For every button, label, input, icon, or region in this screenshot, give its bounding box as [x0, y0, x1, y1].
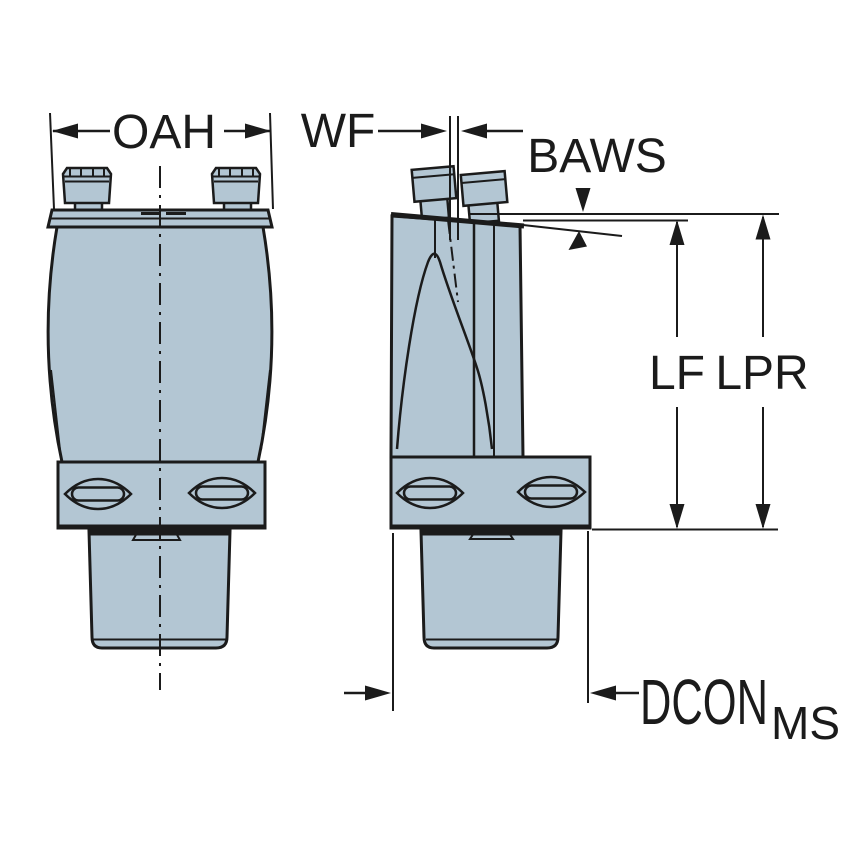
- flange-slot-groove: [70, 486, 126, 502]
- arrowhead-right: [365, 685, 391, 701]
- oah-dimension: OAH: [49, 106, 274, 210]
- arrowhead-left: [52, 123, 78, 139]
- front-right-screw: [210, 166, 262, 214]
- arrowhead-left: [590, 685, 616, 701]
- arrowhead-up: [669, 220, 685, 245]
- label-oah: OAH: [112, 106, 216, 159]
- arrowhead-right: [421, 123, 447, 139]
- label-wf: WF: [301, 105, 376, 158]
- arrowhead-angle: [568, 231, 587, 250]
- label-baws: BAWS: [527, 130, 667, 183]
- lf-dimension: LF: [649, 220, 705, 529]
- label-lpr: LPR: [715, 347, 808, 400]
- arrowhead-up: [755, 214, 771, 240]
- label-dcon-subscript: MS: [771, 697, 840, 749]
- side-shank: [419, 529, 563, 650]
- arrowhead-down: [575, 188, 591, 212]
- label-lf: LF: [649, 347, 705, 400]
- lpr-dimension: LPR: [592, 214, 809, 531]
- label-dcon: DCON: [640, 666, 768, 738]
- wf-dimension: WF: [301, 105, 523, 240]
- arrowhead-left: [461, 123, 487, 139]
- side-view: [389, 164, 592, 650]
- side-front-screw: [410, 164, 458, 222]
- flange-slot-groove: [194, 485, 250, 501]
- baws-dimension: BAWS: [470, 130, 779, 250]
- dcon-dimension: DCON MS: [344, 531, 840, 749]
- front-view: OAH: [46, 106, 274, 690]
- front-left-screw: [61, 166, 113, 214]
- extension-line: [269, 112, 274, 210]
- side-rear-screw: [459, 169, 509, 225]
- arrowhead-down: [755, 504, 771, 529]
- side-body: [389, 212, 525, 459]
- screw-head: [459, 169, 509, 208]
- arrowhead-down: [669, 504, 685, 529]
- flange-slot-groove: [402, 485, 458, 501]
- dimension-annotations: WF BAWS LF LPR: [301, 105, 840, 749]
- arrowhead-right: [245, 123, 271, 139]
- tilted-face-line: [522, 224, 623, 237]
- front-flange: [56, 460, 267, 530]
- extension-line: [49, 112, 55, 210]
- flange-slot-groove: [523, 484, 579, 500]
- side-flange: [389, 455, 592, 530]
- body-contour-curve: [395, 252, 494, 450]
